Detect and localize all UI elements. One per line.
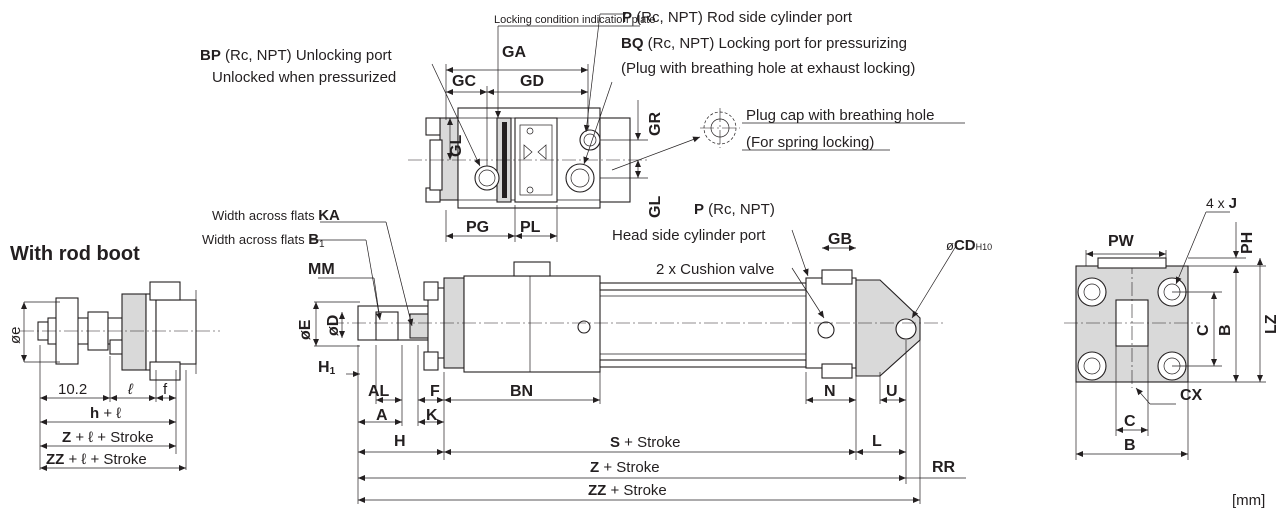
unlocked-text: Unlocked when pressurized xyxy=(212,69,396,86)
dim-h1: H1 xyxy=(318,359,336,377)
wa-b1-label: Width across flats B1 xyxy=(202,231,325,250)
dim-b-side: B xyxy=(1217,324,1234,336)
dim-j-prefix: 4 x xyxy=(1206,195,1229,211)
dim-a: A xyxy=(376,407,388,424)
dim-h1-code: H xyxy=(318,359,330,376)
dim-gb: GB xyxy=(828,231,852,248)
dim-e: øE xyxy=(297,319,314,340)
wa-ka-label: Width across flats KA xyxy=(212,207,340,224)
dim-gl-right: GL xyxy=(647,196,664,218)
dim-j-code: J xyxy=(1229,195,1237,212)
dim-10-2: 10.2 xyxy=(58,381,87,398)
dim-u: U xyxy=(886,383,898,400)
bq-port-code: BQ xyxy=(621,35,644,52)
plug-cap-text: Plug cap with breathing hole xyxy=(746,107,934,124)
dim-rr: RR xyxy=(932,459,956,476)
wa-b1-code: B xyxy=(308,231,319,248)
bq-port-text: (Rc, NPT) Locking port for pressurizing xyxy=(644,35,907,52)
end-view xyxy=(1064,211,1266,460)
dim-s-stroke: S + Stroke xyxy=(610,434,680,451)
plug-exhaust-text: (Plug with breathing hole at exhaust loc… xyxy=(621,60,915,77)
bp-port-text: (Rc, NPT) Unlocking port xyxy=(221,47,393,64)
dim-gl-left: GL xyxy=(448,135,465,157)
dim-zz-l: ZZ + ℓ + Stroke xyxy=(46,451,147,468)
cd-code: CD xyxy=(954,237,976,254)
wa-b1-sub: 1 xyxy=(319,239,325,250)
dim-zz-suffix: + ℓ + Stroke xyxy=(64,451,146,468)
cushion-text: 2 x Cushion valve xyxy=(656,261,774,278)
dim-h: H xyxy=(394,433,406,450)
dim-n: N xyxy=(824,383,836,400)
dim-zz2-code: ZZ xyxy=(588,482,606,499)
dim-ga: GA xyxy=(502,44,526,61)
dim-ph: PH xyxy=(1239,232,1256,254)
cd-sub: H10 xyxy=(976,242,993,252)
dim-z2-code: Z xyxy=(590,459,599,476)
dim-j-label: 4 x J xyxy=(1206,195,1237,212)
dim-k: K xyxy=(426,407,438,424)
dim-s-code: S xyxy=(610,434,620,451)
dim-z-stroke: Z + Stroke xyxy=(590,459,660,476)
dim-c-side: C xyxy=(1195,324,1212,336)
dim-pg: PG xyxy=(466,219,489,236)
dim-z-suffix: + ℓ + Stroke xyxy=(71,429,153,446)
dim-c-bottom: C xyxy=(1124,413,1136,430)
head-port-text: Head side cylinder port xyxy=(612,227,766,244)
dim-zz-stroke: ZZ + Stroke xyxy=(588,482,667,499)
dim-lz: LZ xyxy=(1263,314,1279,334)
bq-port-label: BQ (Rc, NPT) Locking port for pressurizi… xyxy=(621,35,907,52)
bp-port-code: BP xyxy=(200,47,221,64)
spring-locking-text: (For spring locking) xyxy=(746,134,874,151)
dim-l: ℓ xyxy=(127,381,134,398)
bp-port-label: BP (Rc, NPT) Unlocking port xyxy=(200,47,393,64)
wa-ka-code: KA xyxy=(318,207,340,224)
dim-gc: GC xyxy=(452,73,476,90)
dim-cx: CX xyxy=(1180,387,1203,404)
cd-label: øCDH10 xyxy=(946,237,992,254)
dim-h-suffix: + ℓ xyxy=(99,405,121,422)
dim-b-bottom: B xyxy=(1124,437,1136,454)
dim-h-code: h xyxy=(90,405,99,422)
dim-zz-code: ZZ xyxy=(46,451,64,468)
dim-z-code: Z xyxy=(62,429,71,446)
dim-f: f xyxy=(163,381,168,398)
dim-oe: øe xyxy=(7,326,24,344)
wa-ka-text: Width across flats xyxy=(212,208,318,223)
p-port-label: P (Rc, NPT) Rod side cylinder port xyxy=(622,9,853,26)
dim-s-suffix: + Stroke xyxy=(620,434,680,451)
dim-bn: BN xyxy=(510,383,533,400)
dim-zz2-suffix: + Stroke xyxy=(606,482,666,499)
dim-mm: MM xyxy=(308,261,335,278)
top-view xyxy=(408,13,965,242)
p-head-code: P xyxy=(694,201,704,218)
dim-z-l: Z + ℓ + Stroke xyxy=(62,429,154,446)
dim-h1-sub: 1 xyxy=(330,366,336,377)
dim-f: F xyxy=(430,383,440,400)
dim-gd: GD xyxy=(520,73,544,90)
dim-pw: PW xyxy=(1108,233,1135,250)
dim-al: AL xyxy=(368,383,390,400)
dim-h-l: h + ℓ xyxy=(90,405,121,422)
rod-boot-view xyxy=(20,281,220,471)
p-port-code: P xyxy=(622,9,632,26)
dim-gr: GR xyxy=(647,112,664,136)
main-view xyxy=(310,221,966,504)
rod-boot-title: With rod boot xyxy=(10,243,140,265)
dim-pl: PL xyxy=(520,219,541,236)
cd-prefix: ø xyxy=(946,238,954,253)
p-head-label: P (Rc, NPT) xyxy=(694,201,775,218)
dim-l: L xyxy=(872,433,882,450)
dim-z2-suffix: + Stroke xyxy=(599,459,659,476)
locking-plate-label: Locking condition indication plate xyxy=(494,14,655,26)
dim-d: øD xyxy=(325,315,342,336)
p-port-text: (Rc, NPT) Rod side cylinder port xyxy=(632,9,853,26)
p-head-text: (Rc, NPT) xyxy=(704,201,775,218)
wa-b1-text: Width across flats xyxy=(202,232,308,247)
unit-label: [mm] xyxy=(1232,492,1265,509)
